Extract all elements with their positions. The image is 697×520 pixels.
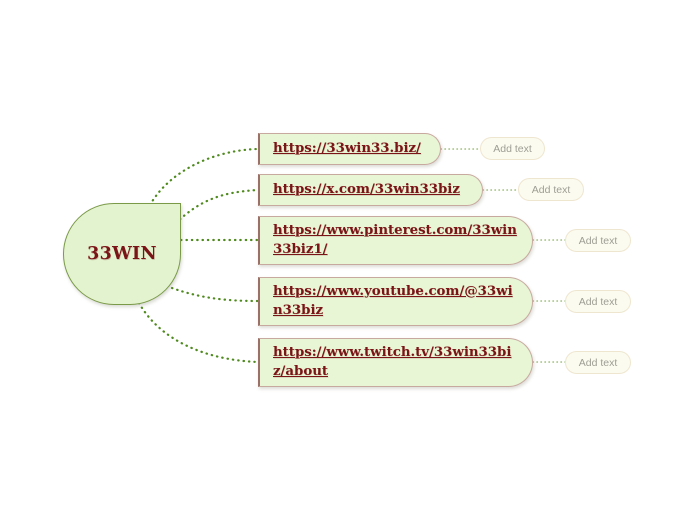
addtext-label-branch-5: Add text	[578, 356, 618, 369]
addtext-node-branch-2[interactable]: Add text	[518, 178, 584, 201]
topic-node-branch-3[interactable]: https://www.pinterest.com/33win33biz1/	[258, 216, 533, 265]
topic-node-branch-2[interactable]: https://x.com/33win33biz	[258, 174, 483, 206]
addtext-node-branch-4[interactable]: Add text	[565, 290, 631, 313]
connector-root-to-branch-4	[170, 286, 260, 303]
topic-link-branch-3[interactable]: https://www.pinterest.com/33win33biz1/	[273, 222, 517, 257]
addtext-label-branch-2: Add text	[531, 183, 571, 196]
topic-link-branch-1[interactable]: https://33win33.biz/	[273, 140, 421, 156]
connector-root-to-branch-1	[148, 147, 260, 207]
addtext-label-branch-3: Add text	[578, 234, 618, 247]
addtext-node-branch-1[interactable]: Add text	[480, 137, 545, 160]
connector-root-to-branch-2	[174, 188, 260, 225]
topic-link-branch-2[interactable]: https://x.com/33win33biz	[273, 181, 460, 197]
addtext-label-branch-4: Add text	[578, 295, 618, 308]
root-node-33win[interactable]: 33WIN	[63, 203, 181, 305]
addtext-node-branch-3[interactable]: Add text	[565, 229, 631, 252]
connector-root-to-branch-5	[137, 301, 260, 364]
topic-link-branch-4[interactable]: https://www.youtube.com/@33win33biz	[273, 283, 513, 318]
addtext-node-branch-5[interactable]: Add text	[565, 351, 631, 374]
topic-node-branch-5[interactable]: https://www.twitch.tv/33win33biz/about	[258, 338, 533, 387]
topic-node-branch-4[interactable]: https://www.youtube.com/@33win33biz	[258, 277, 533, 326]
addtext-label-branch-1: Add text	[493, 142, 532, 155]
topic-link-branch-5[interactable]: https://www.twitch.tv/33win33biz/about	[273, 344, 512, 379]
root-node-label: 33WIN	[87, 244, 157, 264]
topic-node-branch-1[interactable]: https://33win33.biz/	[258, 133, 441, 165]
